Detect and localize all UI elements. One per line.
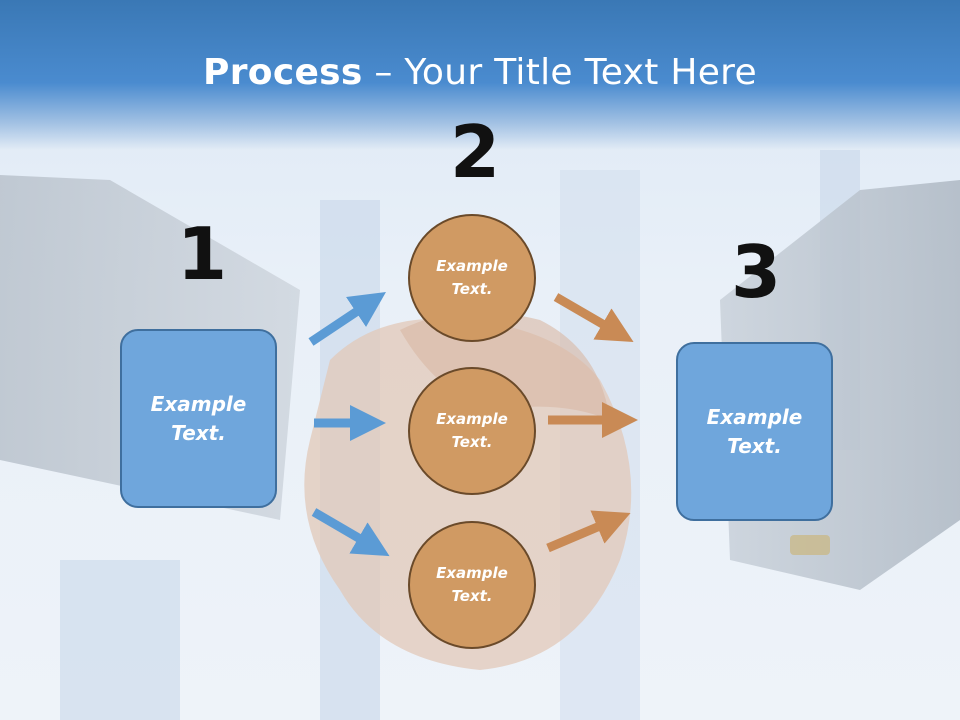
- title-rest: – Your Title Text Here: [362, 52, 757, 93]
- step-1-box: Example Text.: [120, 329, 277, 508]
- arrow-1-to-2-top: [308, 292, 386, 346]
- arrow-1-to-2-bottom: [311, 508, 390, 557]
- step-3-number: 3: [731, 230, 782, 314]
- step-2-circle-bottom: Example Text.: [408, 521, 536, 649]
- step-3-box: Example Text.: [676, 342, 833, 521]
- step-1-number: 1: [177, 212, 228, 296]
- slide-title: Process – Your Title Text Here: [0, 52, 960, 93]
- title-bold: Process: [203, 52, 363, 93]
- arrow-2-bottom-to-3: [546, 510, 631, 553]
- step-2-circle-middle: Example Text.: [408, 367, 536, 495]
- step-2-number: 2: [450, 110, 501, 194]
- step-2-circle-top: Example Text.: [408, 214, 536, 342]
- title-bar: [0, 0, 960, 150]
- arrow-2-top-to-3: [553, 293, 634, 343]
